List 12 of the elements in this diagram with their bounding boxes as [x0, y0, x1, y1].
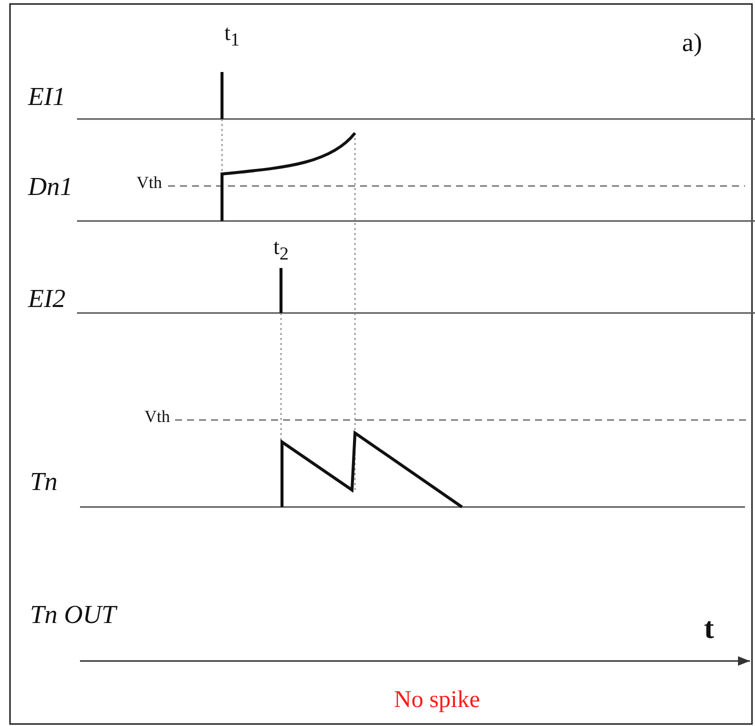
signal-name: Tn OUT — [30, 602, 116, 628]
signal-name: EI2 — [28, 286, 66, 312]
time-marker: t$_{1}$ — [224, 22, 240, 49]
threshold-label: Vth — [144, 408, 170, 425]
time-marker: t$_{2}$ — [273, 236, 289, 263]
result-note: No spike — [394, 688, 480, 712]
threshold-label: Vth — [136, 174, 162, 191]
panel-label: a) — [682, 30, 702, 56]
axis-label: t — [704, 614, 714, 644]
signal-name: Dn1 — [28, 174, 73, 200]
signal-name: Tn — [30, 469, 58, 495]
signal-name: EI1 — [28, 84, 66, 110]
